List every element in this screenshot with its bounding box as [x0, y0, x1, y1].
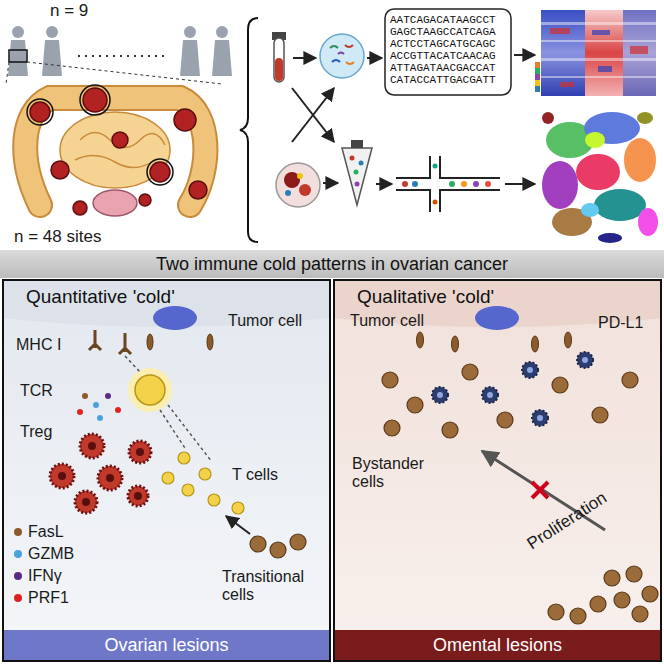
node-text: Ovarian lesions	[104, 635, 228, 656]
panel-heading: Quantitative 'cold'	[26, 286, 175, 308]
annotation-label: T cells	[232, 466, 278, 484]
annotation-label: Bystander cells	[352, 455, 442, 490]
annotation-label: TCR	[20, 382, 53, 400]
annotation-label: Transitional cells	[222, 568, 322, 603]
annotation-label: Tumor cell	[228, 312, 302, 330]
sequence-text: GAGCTAAGCCATCAGA	[390, 26, 496, 38]
lesion-bar: Omental lesions	[335, 630, 660, 660]
annotation-label: PD-L1	[598, 314, 643, 332]
annotation-label: FasL	[28, 523, 64, 541]
sequence-text: ACTCCTAGCATGCAGC	[390, 38, 496, 50]
title-band: Two immune cold patterns in ovarian canc…	[0, 250, 664, 278]
annotation-label: PRF1	[28, 589, 69, 607]
annotation-label: MHC I	[16, 336, 61, 354]
annotation-label: n = 48 sites	[14, 228, 101, 247]
node-text: Omental lesions	[433, 635, 562, 656]
panel-heading: Qualitative 'cold'	[357, 286, 494, 308]
annotation-label: IFNγ	[28, 567, 62, 585]
annotation-label: Treg	[20, 423, 52, 441]
annotation-label: Proliferation	[524, 489, 610, 554]
annotation-label: GZMB	[28, 545, 74, 563]
sequence-text: ATTAGATAACGACCAT	[390, 62, 496, 74]
node-text: Two immune cold patterns in ovarian canc…	[156, 254, 508, 275]
annotation-label: n = 9	[50, 2, 88, 21]
lesion-bar: Ovarian lesions	[4, 630, 329, 660]
annotation-label: Tumor cell	[350, 312, 424, 330]
sequence-text: AATCAGACATAAGCCT	[390, 14, 496, 26]
sequence-text: CATACCATTGACGATT	[390, 74, 496, 86]
sequence-text: ACCGTTACATCAACAG	[390, 50, 496, 62]
